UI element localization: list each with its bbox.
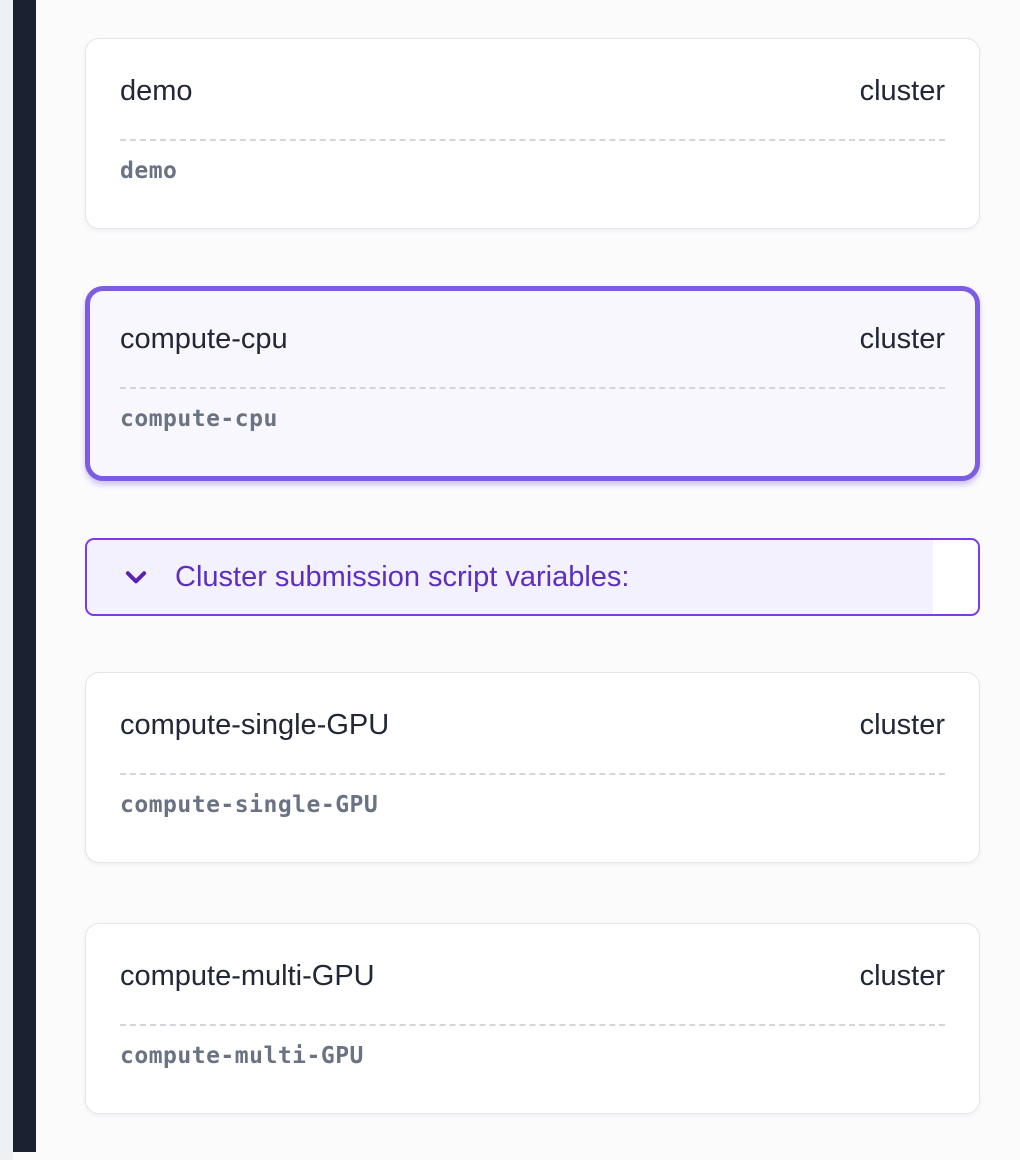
card-title: compute-single-GPU: [120, 709, 390, 741]
cluster-card-compute-multi-gpu[interactable]: compute-multi-GPU cluster compute-multi-…: [85, 923, 980, 1114]
panel-left-gutter: [0, 0, 13, 1160]
card-type-label: cluster: [859, 709, 945, 741]
card-header-row: compute-multi-GPU cluster: [120, 958, 945, 1026]
card-type-label: cluster: [859, 323, 945, 355]
card-header-row: compute-cpu cluster: [120, 321, 945, 389]
card-title: compute-cpu: [120, 323, 288, 355]
cluster-card-demo[interactable]: demo cluster demo: [85, 38, 980, 229]
card-header-row: compute-single-GPU cluster: [120, 707, 945, 775]
chevron-down-icon: [121, 562, 151, 592]
card-title: demo: [120, 75, 193, 107]
card-title: compute-multi-GPU: [120, 960, 375, 992]
cluster-variables-section-toggle[interactable]: Cluster submission script variables:: [85, 538, 980, 616]
card-code-value: compute-single-GPU: [120, 792, 379, 818]
section-header-label: Cluster submission script variables:: [175, 560, 630, 593]
cluster-list-content: demo cluster demo compute-cpu cluster co…: [85, 0, 980, 1114]
card-code-value: demo: [120, 158, 178, 184]
cluster-card-compute-cpu[interactable]: compute-cpu cluster compute-cpu: [85, 286, 980, 481]
cluster-card-compute-single-gpu[interactable]: compute-single-GPU cluster compute-singl…: [85, 672, 980, 863]
card-code-value: compute-multi-GPU: [120, 1043, 364, 1069]
card-header-row: demo cluster: [120, 73, 945, 141]
card-type-label: cluster: [859, 960, 945, 992]
card-code-value: compute-cpu: [120, 406, 278, 432]
card-type-label: cluster: [859, 75, 945, 107]
dark-sidebar-edge: [13, 0, 36, 1152]
